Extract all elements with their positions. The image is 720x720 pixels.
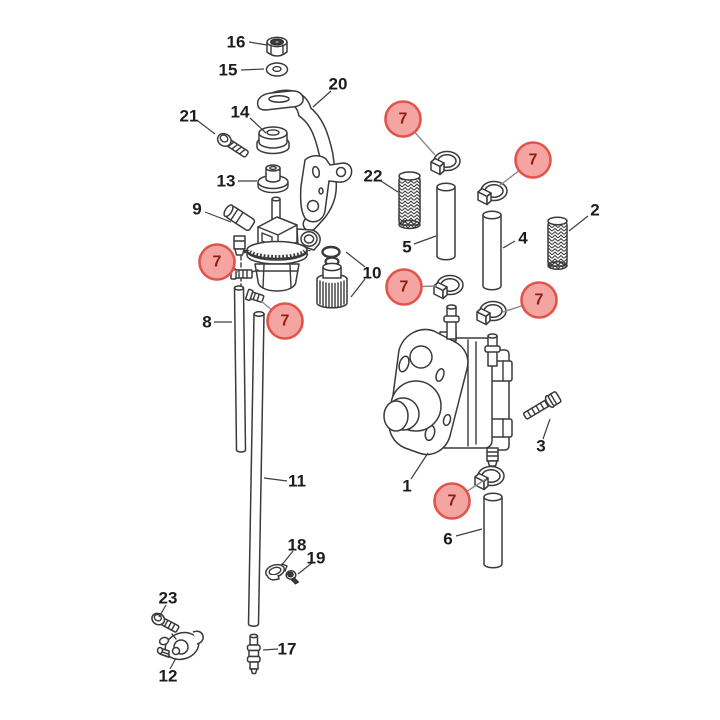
callout-label-13: 13 <box>217 172 236 191</box>
callout-label-8: 8 <box>202 313 211 332</box>
part-7-hose-clamp <box>433 274 464 300</box>
callout-label-15: 15 <box>219 61 238 80</box>
highlight-circle[interactable] <box>384 100 422 138</box>
part-16-locknut <box>266 36 288 57</box>
highlight-callout-7[interactable]: 7 <box>433 478 487 520</box>
callout-label-16: 16 <box>227 33 246 52</box>
callout-label-20: 20 <box>329 75 348 94</box>
part-17-inline-fitting <box>246 633 261 675</box>
part-19-screw <box>285 570 300 585</box>
callout-label-23: 23 <box>159 589 178 608</box>
highlight-label: 7 <box>400 279 409 296</box>
highlight-callout-7[interactable]: 7 <box>198 243 241 281</box>
part-1-fuel-pump <box>383 304 513 467</box>
highlight-circle[interactable] <box>514 141 552 179</box>
highlight-callout-7[interactable]: 7 <box>502 281 558 319</box>
part-9-fuel-filter-valve-assembly <box>223 196 321 292</box>
callout-labels: 16 15 20 14 21 13 9 8 10 22 5 4 2 1 3 6 … <box>159 33 600 686</box>
part-7-hose-clamp <box>430 150 461 176</box>
callout-label-12: 12 <box>159 667 178 686</box>
callout-label-6: 6 <box>443 530 452 549</box>
callout-label-18: 18 <box>288 536 307 555</box>
part-12-fuel-connector <box>156 630 204 661</box>
callout-label-17: 17 <box>278 640 297 659</box>
part-2-knurled-sleeve <box>547 216 568 271</box>
part-7-hose-clamp <box>474 465 505 491</box>
leader-lines <box>158 41 589 670</box>
part-7-hose-clamp <box>476 300 507 326</box>
part-7-clamp-screw <box>245 288 265 303</box>
highlight-label: 7 <box>213 254 222 271</box>
highlight-label: 7 <box>399 111 408 128</box>
highlight-circle[interactable] <box>198 243 236 281</box>
callout-label-4: 4 <box>518 229 528 248</box>
highlight-circle[interactable] <box>520 281 558 319</box>
part-20-bracket <box>256 89 353 232</box>
highlight-circle[interactable] <box>385 268 423 306</box>
part-5-fuel-tube <box>436 182 456 261</box>
highlight-label: 7 <box>529 152 538 169</box>
part-4-fuel-tube <box>482 210 502 291</box>
part-8-fuel-tube <box>233 285 247 453</box>
callout-label-1: 1 <box>402 477 411 496</box>
part-18-clip <box>265 563 288 581</box>
callout-label-9: 9 <box>192 200 201 219</box>
highlight-label: 7 <box>448 493 457 510</box>
part-3-bolt <box>522 391 562 420</box>
callout-label-10: 10 <box>363 264 382 283</box>
highlight-callout-7[interactable]: 7 <box>384 100 436 156</box>
callout-label-22: 22 <box>364 167 383 186</box>
highlight-circle[interactable] <box>433 482 471 520</box>
part-21-screw <box>216 132 249 158</box>
callout-label-3: 3 <box>536 437 545 456</box>
part-15-washer <box>265 62 289 77</box>
highlighted-callouts: 7 7 7 7 7 7 7 <box>198 100 558 520</box>
part-7-hose-clamp <box>477 180 508 206</box>
part-10-filter-element-and-orings <box>316 245 348 309</box>
part-23-bolt <box>151 612 180 633</box>
part-11-fuel-tube-long <box>247 311 265 627</box>
highlight-callout-7[interactable]: 7 <box>260 300 304 340</box>
callout-label-2: 2 <box>590 201 599 220</box>
callout-label-14: 14 <box>231 103 250 122</box>
highlight-callout-7[interactable]: 7 <box>498 141 552 187</box>
part-13-bushing <box>257 164 289 194</box>
callout-label-21: 21 <box>180 107 199 126</box>
highlight-circle[interactable] <box>266 302 304 340</box>
part-22-knurled-sleeve <box>398 171 421 230</box>
callout-label-19: 19 <box>307 549 326 568</box>
part-14-grommet <box>256 126 290 155</box>
callout-label-11: 11 <box>288 472 306 491</box>
highlight-callout-7[interactable]: 7 <box>385 268 438 306</box>
part-6-fuel-tube <box>483 492 503 569</box>
callout-label-5: 5 <box>402 238 411 257</box>
highlight-label: 7 <box>281 313 290 330</box>
highlight-label: 7 <box>535 292 544 309</box>
